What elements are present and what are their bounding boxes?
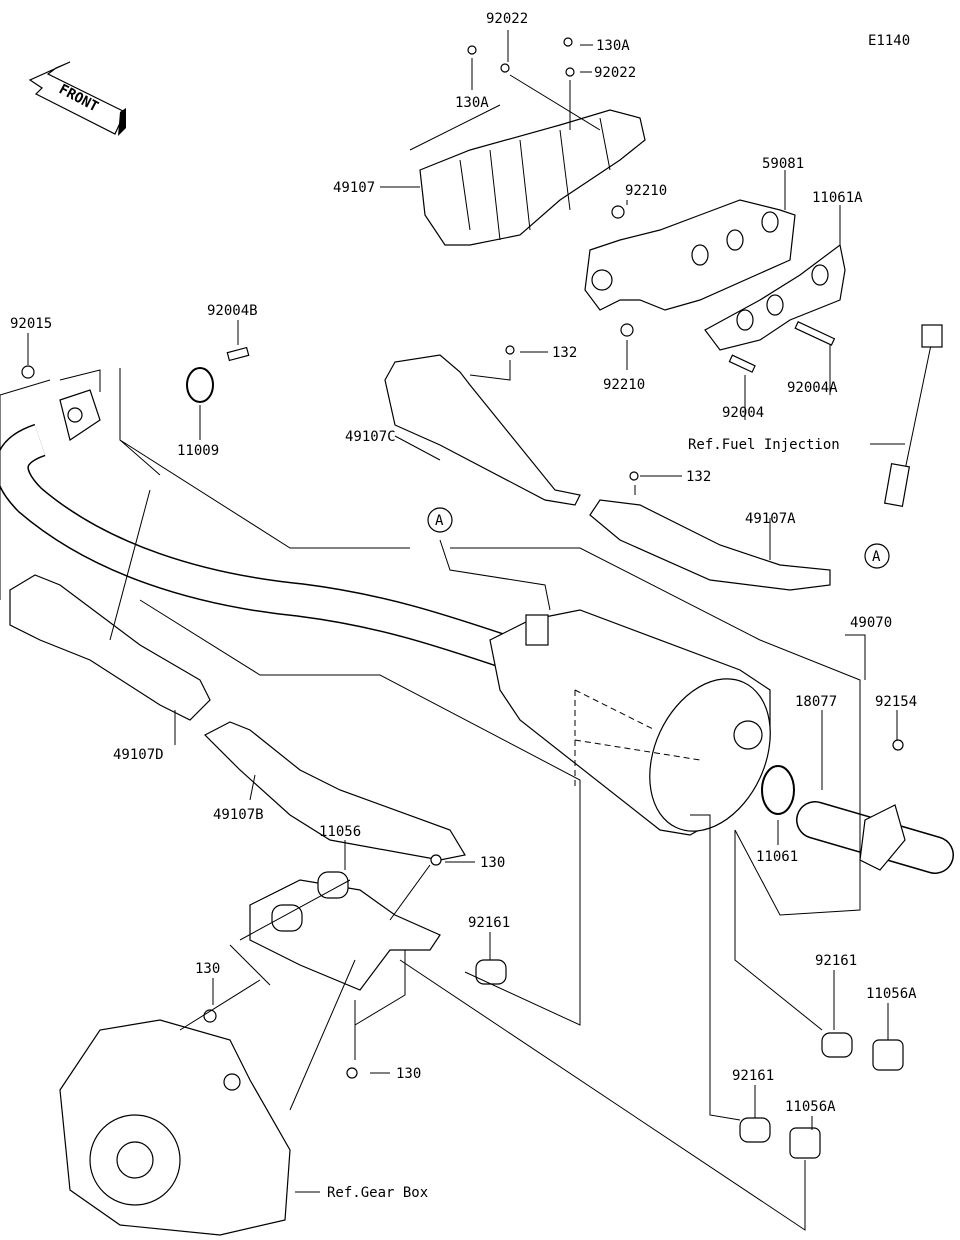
heat-shield-49107B: [203, 721, 466, 861]
heat-shield-49107D: [9, 574, 211, 721]
callout: 11009: [177, 443, 219, 459]
callout: 92004A: [787, 380, 838, 396]
callout: 49107B: [213, 807, 264, 823]
heat-shield-49107C: [384, 354, 581, 506]
callout: 92022: [486, 11, 528, 27]
callout: 92004: [722, 405, 764, 421]
connector-mark-a-label: A: [872, 549, 881, 565]
connector-mark-a-label: A: [435, 513, 444, 529]
callout: 59081: [762, 156, 804, 172]
connector-mark-a: [427, 507, 453, 533]
callout: 11061: [756, 849, 798, 865]
callout: 92015: [10, 316, 52, 332]
gear-box: [59, 1019, 291, 1236]
callout: 92161: [468, 915, 510, 931]
callout: 18077: [795, 694, 837, 710]
gasket-11061: [761, 765, 795, 815]
callout: 92161: [815, 953, 857, 969]
exhaust-manifold-59081: [584, 199, 796, 311]
callout: 130A: [596, 38, 630, 54]
callout: 130: [480, 855, 505, 871]
callout: 11056A: [866, 986, 917, 1002]
callout: 49107: [333, 180, 375, 196]
callout: 132: [552, 345, 577, 361]
rubber-bushings: [475, 959, 904, 1159]
callout: 49107C: [345, 429, 396, 445]
callout: 92161: [732, 1068, 774, 1084]
gasket-11061A: [704, 243, 846, 351]
callout: 92210: [603, 377, 645, 393]
front-arrow-logo: FRONT: [28, 61, 126, 136]
part-callouts: 92022 130A 130A 92022 49107 59081 92210 …: [10, 11, 917, 1115]
ref-fuel-injection: Ref.Fuel Injection: [688, 437, 840, 453]
callout: 130: [396, 1066, 421, 1082]
fasteners: [21, 37, 904, 1079]
callout: 49070: [850, 615, 892, 631]
gasket-11009: [186, 367, 214, 403]
callout: 11061A: [812, 190, 863, 206]
callout: 92004B: [207, 303, 258, 319]
heat-shield-49107: [419, 109, 646, 246]
callout: 92210: [625, 183, 667, 199]
diagram-code: E1140: [868, 33, 910, 49]
callout: 11056: [319, 824, 361, 840]
callout: 92154: [875, 694, 917, 710]
oxygen-sensor: [883, 324, 943, 507]
callout: 132: [686, 469, 711, 485]
callout: 49107D: [113, 747, 164, 763]
callout: 49107A: [745, 511, 796, 527]
callout: 92022: [594, 65, 636, 81]
heat-shield-49107A: [589, 499, 831, 591]
callout: 130A: [455, 95, 489, 111]
leader-lines: [0, 30, 905, 1231]
callout: 11056A: [785, 1099, 836, 1115]
ref-gear-box: Ref.Gear Box: [327, 1185, 428, 1201]
muffler-49070: [489, 609, 771, 836]
exhaust-pipe: [0, 389, 506, 667]
callout: 130: [195, 961, 220, 977]
tailpipe-18077: [761, 765, 954, 874]
bracket-11056: [249, 871, 441, 991]
connector-mark-a: [864, 543, 890, 569]
